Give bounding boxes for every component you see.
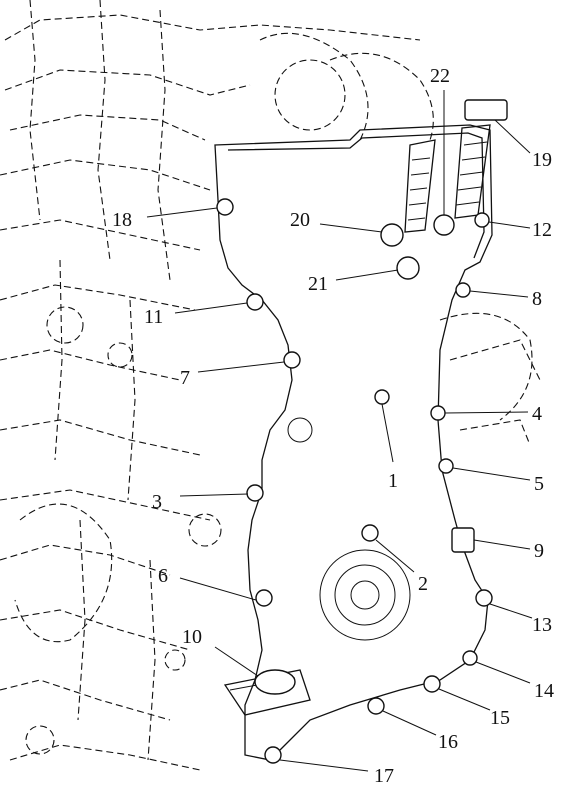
bolt-10 [254, 669, 296, 695]
callout-12: 12 [532, 219, 552, 241]
callout-6: 6 [158, 565, 168, 587]
bolts [216, 99, 508, 764]
callout-8: 8 [532, 288, 542, 310]
callout-22: 22 [430, 65, 450, 87]
callout-21: 21 [308, 273, 328, 295]
callout-2: 2 [418, 573, 428, 595]
callout-4: 4 [532, 403, 542, 425]
callout-9: 9 [534, 540, 544, 562]
bolt-19 [464, 99, 508, 121]
bolt-8 [455, 282, 471, 298]
bolt-3 [246, 484, 264, 502]
callout-7: 7 [180, 367, 190, 389]
bolt-11 [246, 293, 264, 311]
callout-13: 13 [532, 614, 552, 636]
bolt-21 [396, 256, 420, 280]
callout-14: 14 [534, 680, 554, 702]
bolt-1 [374, 389, 390, 405]
callout-3: 3 [152, 491, 162, 513]
bolt-20 [380, 223, 404, 247]
bolt-6 [255, 589, 273, 607]
callout-5: 5 [534, 473, 544, 495]
bolt-16 [367, 697, 385, 715]
bolt-18 [216, 198, 234, 216]
callout-17: 17 [374, 765, 394, 787]
callout-15: 15 [490, 707, 510, 729]
callout-labels: 1 2 3 4 5 6 7 8 9 10 11 12 13 14 15 16 1… [112, 65, 554, 787]
engine-block-background [0, 0, 541, 771]
bolt-12 [474, 212, 490, 228]
callout-11: 11 [144, 306, 163, 328]
bolt-13 [475, 589, 493, 607]
callout-20: 20 [290, 209, 310, 231]
bolt-9 [451, 527, 475, 553]
bolt-17 [264, 746, 282, 764]
bolt-15 [423, 675, 441, 693]
bolt-2 [361, 524, 379, 542]
bolt-14 [462, 650, 478, 666]
bolt-5 [438, 458, 454, 474]
bolt-4 [430, 405, 446, 421]
bolt-22 [433, 214, 455, 236]
leader-lines [146, 90, 533, 772]
callout-1: 1 [388, 470, 398, 492]
callout-10: 10 [182, 626, 202, 648]
callout-18: 18 [112, 209, 132, 231]
bolt-7 [283, 351, 301, 369]
callout-19: 19 [532, 149, 552, 171]
callout-16: 16 [438, 731, 458, 753]
